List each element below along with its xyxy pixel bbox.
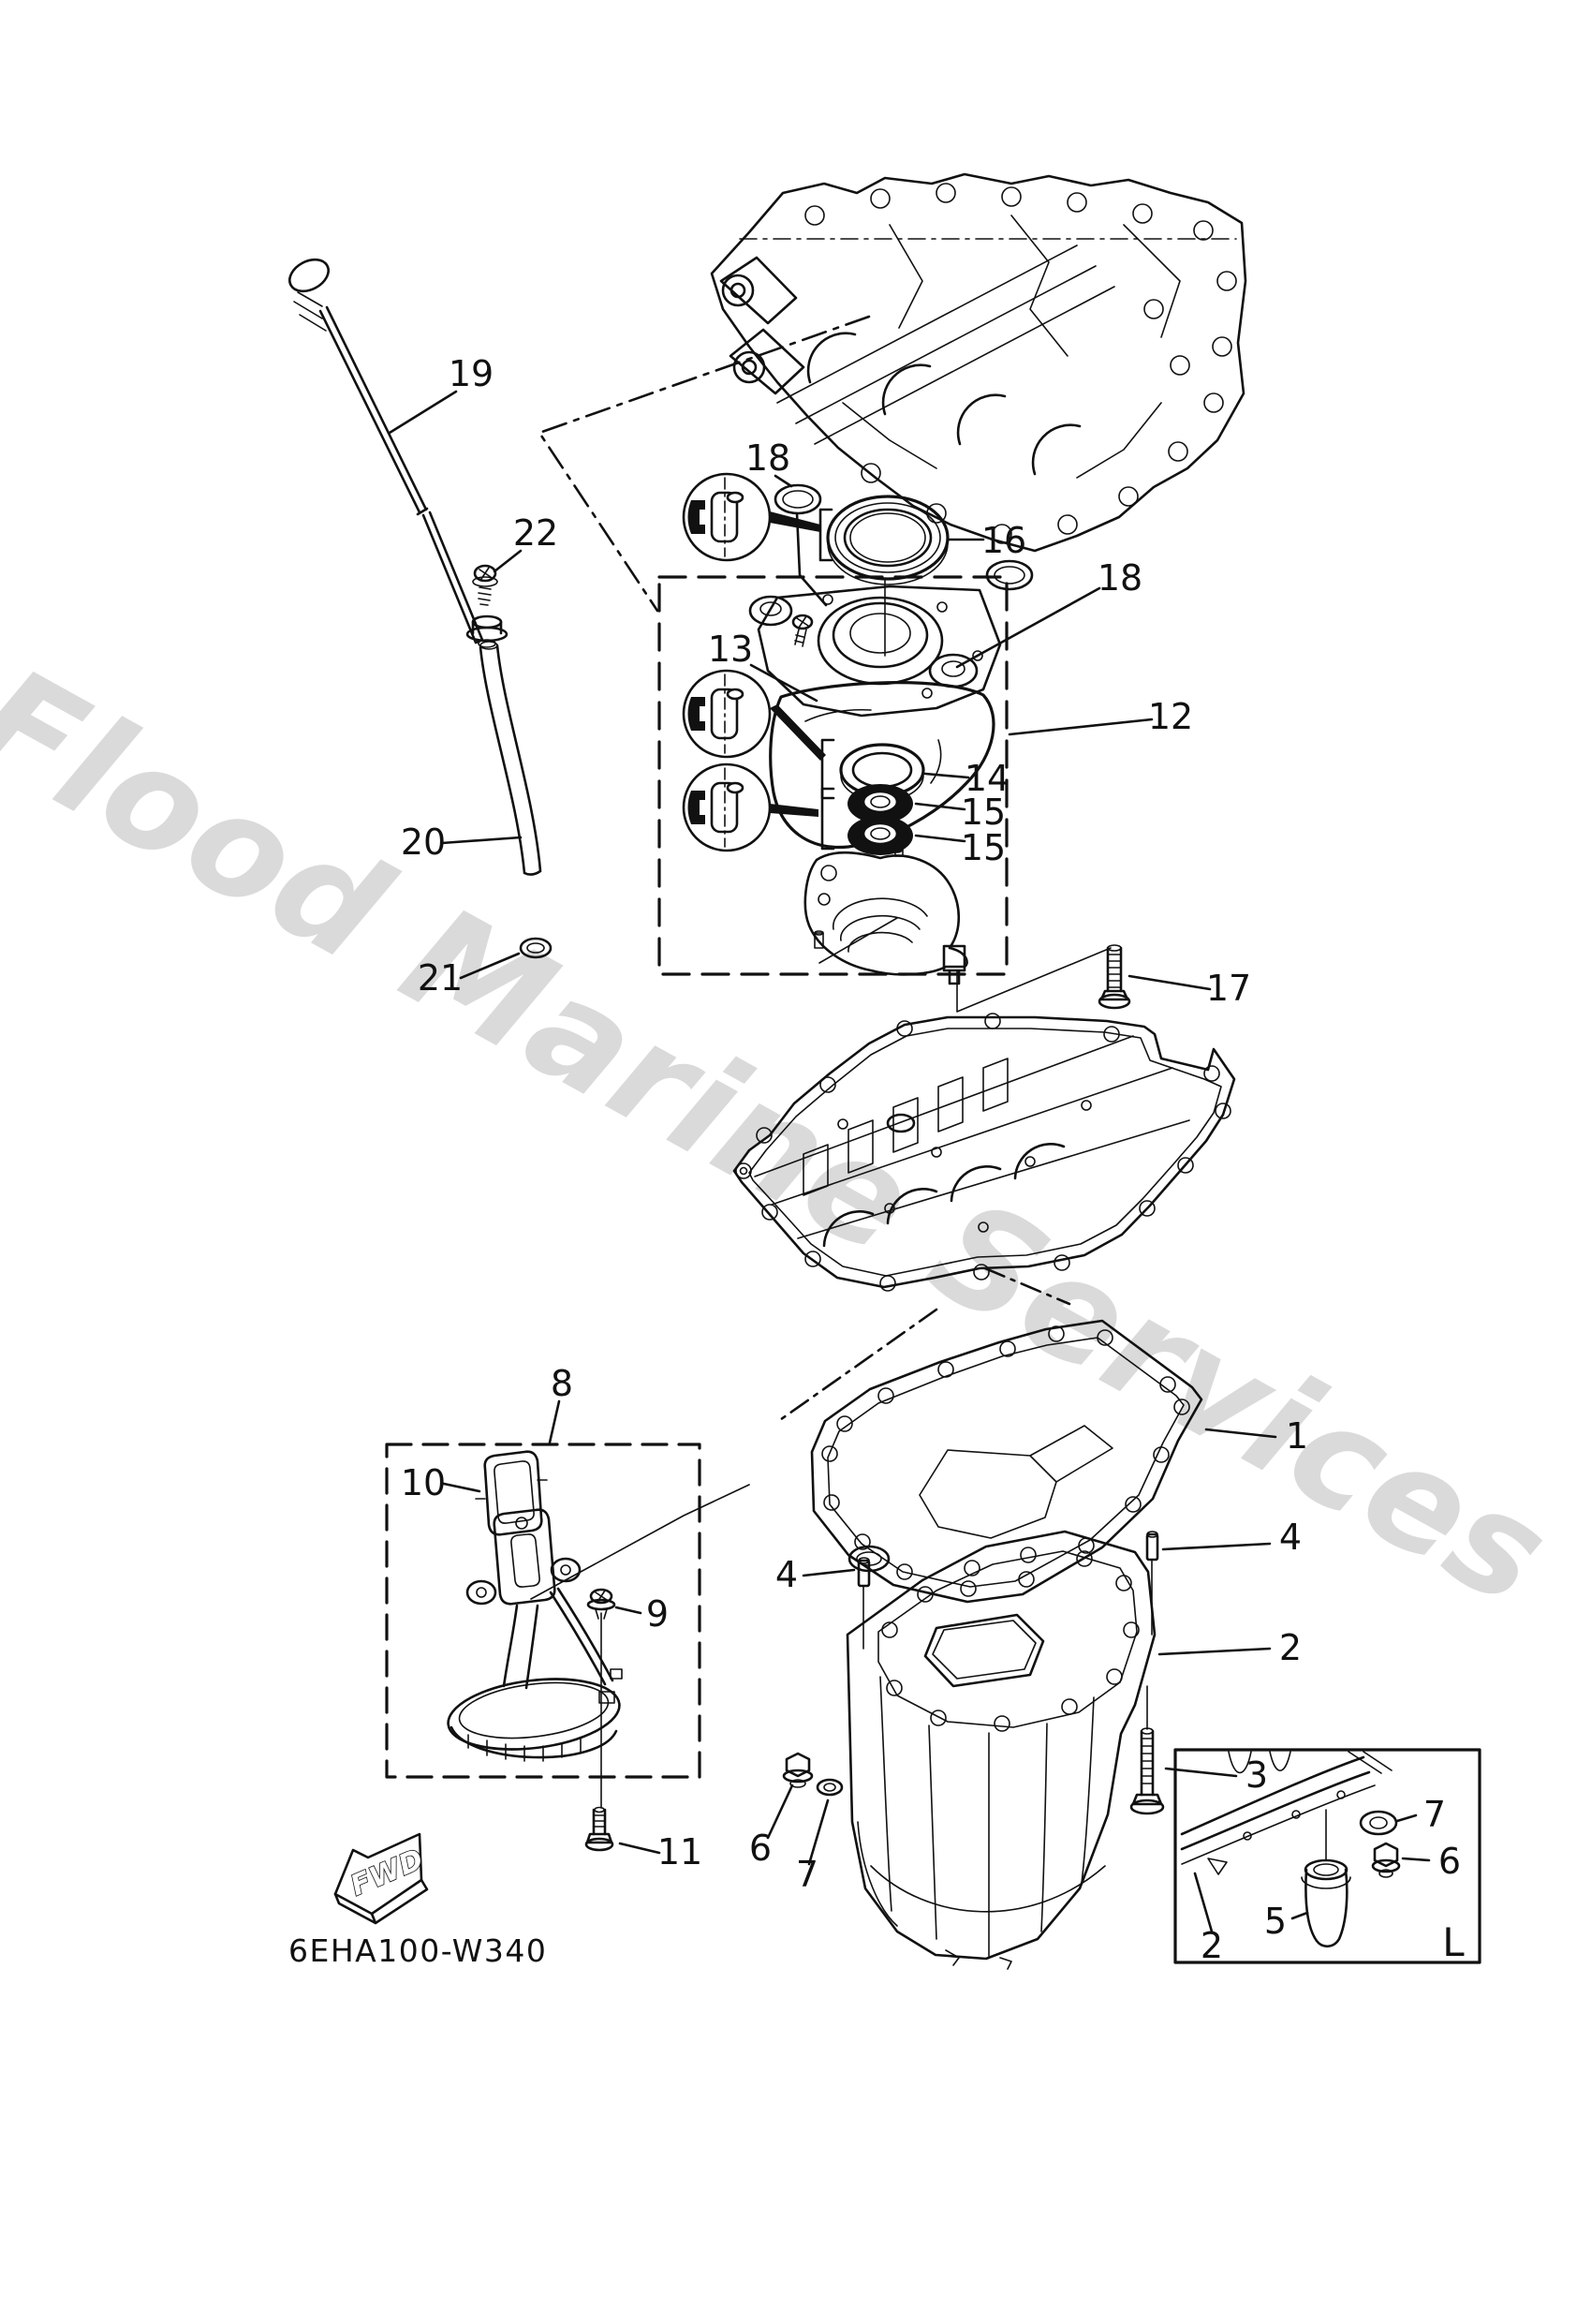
leader-6: [766, 1784, 794, 1840]
o-ring-21: [519, 937, 553, 959]
bolt-22: [472, 564, 498, 606]
leader-18-top: [774, 474, 828, 607]
leader-8: [548, 1399, 561, 1444]
part-label-5: 5: [1264, 1901, 1287, 1942]
o-ring-18-right: [985, 559, 1034, 591]
bolt-17: [1098, 944, 1131, 1010]
leader-15-lower: [914, 834, 966, 843]
strainer-axis-line: [530, 1484, 750, 1600]
part-label-4-right: 4: [1279, 1517, 1302, 1558]
oil-pan-gasket-1: [810, 1319, 1203, 1604]
subassembly-box-8: [385, 1443, 701, 1779]
leader-20: [440, 836, 523, 845]
pump-gasket-13: [769, 681, 995, 850]
grease-pointer-wedge: [770, 511, 820, 532]
oil-strainer-pickup: [447, 1508, 623, 1762]
part-label-7: 7: [796, 1854, 818, 1895]
leader-15-upper: [914, 802, 966, 811]
engine-block-illustration: [710, 172, 1247, 553]
part-label-18-right: 18: [1098, 557, 1142, 599]
part-label-9: 9: [646, 1593, 669, 1635]
part-label-12: 12: [1148, 696, 1193, 737]
part-label-10: 10: [401, 1462, 446, 1503]
leader-17: [1127, 974, 1212, 991]
leader-3: [1164, 1767, 1238, 1778]
dipstick-guide-grommet: [465, 614, 508, 648]
leader-9: [614, 1606, 642, 1615]
seal-grease-icon: [682, 762, 772, 852]
pan-gasket-centerline: [775, 1266, 1071, 1424]
grease-pointer-wedge: [770, 804, 818, 817]
bracket-16: [818, 508, 833, 562]
part-label-14: 14: [965, 758, 1010, 799]
leader-18-right: [955, 586, 1101, 669]
washer-7-inset: [1359, 1810, 1398, 1836]
oil-pump-housing: [803, 844, 968, 985]
part-label-2: 2: [1279, 1627, 1302, 1668]
upper-oil-pan: [732, 1013, 1236, 1292]
part-label-15-upper: 15: [961, 792, 1006, 833]
part-label-22: 22: [513, 512, 558, 554]
part-label-4-left: 4: [775, 1554, 798, 1595]
leader-12: [1008, 718, 1154, 736]
seal-grease-icon: [682, 669, 772, 759]
leader-10: [442, 1482, 481, 1493]
leader-4-right: [1161, 1542, 1272, 1551]
bracket-15: [820, 787, 835, 851]
bearing-15-upper: [847, 784, 913, 823]
lower-oil-pan: [846, 1530, 1157, 1970]
part-label-8: 8: [551, 1363, 573, 1404]
bolt-11: [584, 1806, 614, 1852]
dowel-pin-4-left: [857, 1557, 871, 1650]
leader-19: [388, 390, 458, 435]
part-label-20: 20: [401, 822, 446, 863]
bolt-9: [586, 1588, 616, 1620]
part-label-16: 16: [981, 520, 1026, 561]
leader-7: [807, 1799, 830, 1866]
part-label-13: 13: [708, 629, 753, 670]
drawing-code: 6EHA100-W340: [288, 1932, 547, 1969]
o-ring-18-top: [774, 483, 822, 515]
leader-21: [459, 952, 521, 980]
leader-11: [618, 1842, 661, 1855]
leader-22: [493, 549, 523, 573]
fwd-direction-arrow: FWD: [333, 1832, 430, 1925]
part-label-1: 1: [1286, 1415, 1308, 1457]
leader-14: [923, 772, 970, 779]
leader-2: [1157, 1647, 1272, 1656]
oil-strainer-cap-5: [1301, 1809, 1351, 1948]
part-label-6: 6: [749, 1828, 772, 1869]
part-label-21: 21: [418, 957, 463, 999]
part-label-7-inset: 7: [1423, 1794, 1446, 1835]
dowel-pin-4-right: [1145, 1531, 1159, 1636]
part-label-17: 17: [1206, 968, 1251, 1009]
part-label-15-lower: 15: [961, 827, 1006, 868]
subassembly-box-12: [657, 575, 1009, 976]
part-label-18-top: 18: [745, 437, 790, 479]
inset-detail-box: 7 6 5 2 L: [1173, 1748, 1481, 1966]
assembly-centerline: [538, 315, 871, 613]
oil-seal-16: [826, 495, 950, 585]
seal-grease-icon: [682, 472, 772, 562]
washer-7: [816, 1778, 844, 1797]
leader-1: [1204, 1428, 1277, 1439]
pump-axis-line: [956, 947, 1112, 1013]
dipstick-19: [288, 258, 484, 644]
part-label-19: 19: [449, 353, 494, 394]
inset-view-label: L: [1442, 1919, 1465, 1965]
drain-plug-6-inset: [1371, 1842, 1401, 1878]
bolt-3: [1129, 1685, 1165, 1815]
part-label-2-inset: 2: [1201, 1925, 1223, 1966]
dipstick-tube-20: [479, 641, 542, 876]
part-label-6-inset: 6: [1438, 1841, 1461, 1882]
leader-4-left: [802, 1568, 856, 1577]
part-label-11: 11: [657, 1831, 702, 1873]
leader-13: [749, 663, 818, 703]
strainer-gasket-10: [475, 1450, 548, 1536]
drain-plug-6: [782, 1752, 814, 1788]
grease-pointer-wedge: [770, 704, 826, 761]
